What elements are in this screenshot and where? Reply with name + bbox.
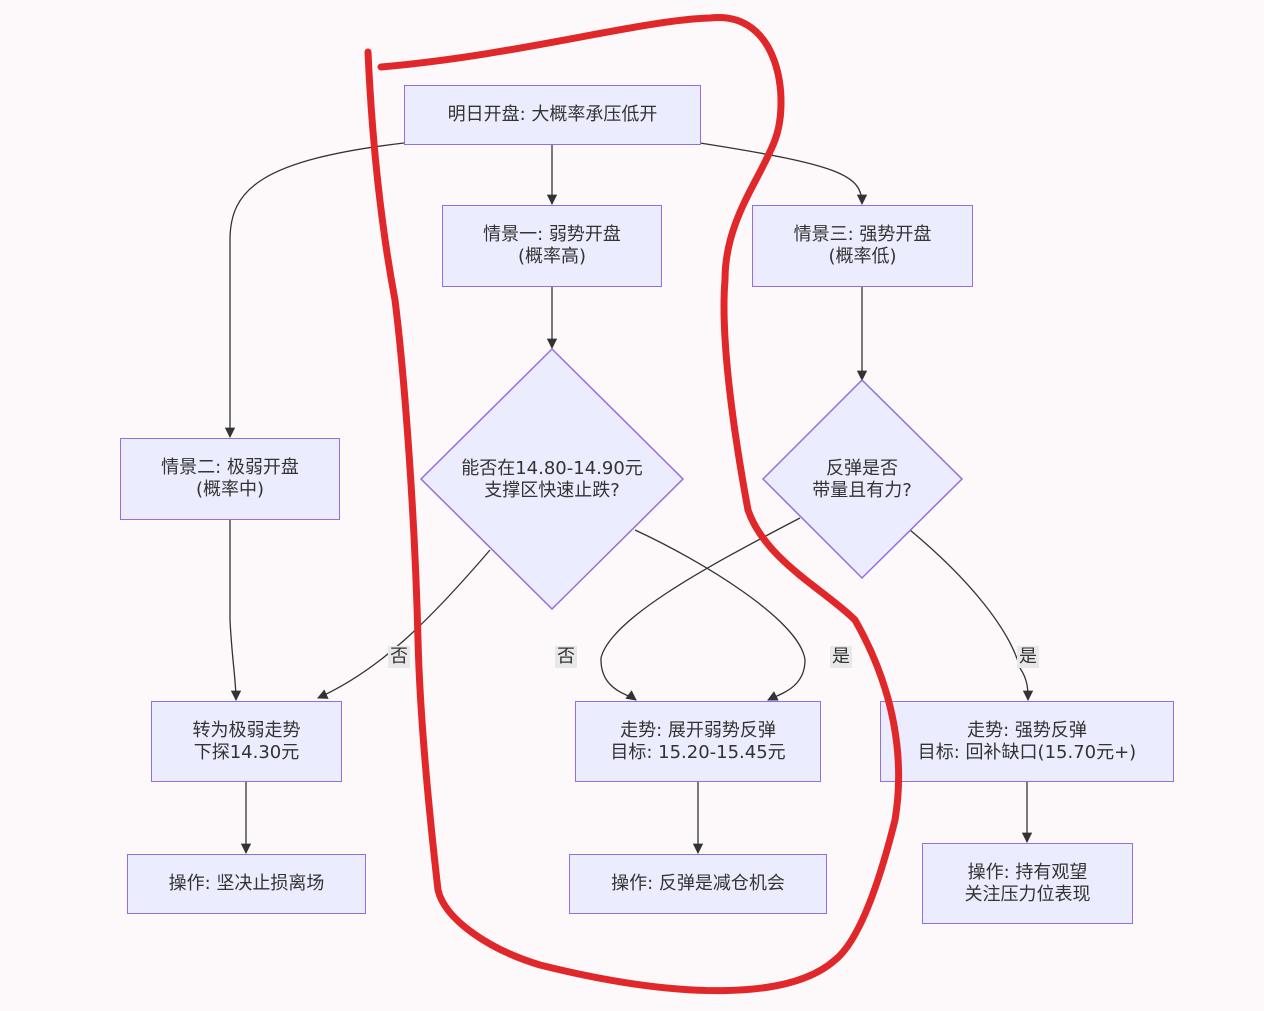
node-weak-trend-line1: 转为极弱走势 bbox=[192, 719, 301, 741]
decision-rebound-label: 反弹是否 带量且有力? bbox=[772, 458, 952, 502]
edge-start-s2 bbox=[224, 142, 405, 439]
decision-support-line2: 支撑区快速止跌? bbox=[484, 480, 620, 501]
node-start-text: 明日开盘: 大概率承压低开 bbox=[447, 104, 658, 125]
node-scenario-1-title: 情景一: 弱势开盘 bbox=[483, 224, 621, 245]
node-strong-rebound-line1: 走势: 强势反弹 bbox=[967, 719, 1087, 741]
node-scenario-1-prob: (概率高) bbox=[517, 246, 587, 267]
edge-d1-rebound bbox=[634, 529, 806, 701]
decision-support-line1: 能否在14.80-14.90元 bbox=[461, 458, 643, 479]
decision-support-label: 能否在14.80-14.90元 支撑区快速止跌? bbox=[442, 458, 662, 502]
node-scenario-2-prob: (概率中) bbox=[195, 479, 265, 500]
node-strong-rebound-line2: 目标: 回补缺口(15.70元+) bbox=[917, 741, 1137, 763]
edge-d1-weak bbox=[317, 549, 491, 699]
edge-label-rebound-yes: 是 bbox=[1017, 646, 1039, 668]
decision-rebound-line1: 反弹是否 bbox=[826, 458, 898, 479]
node-op-hold: 操作: 持有观望 关注压力位表现 bbox=[922, 843, 1133, 924]
edge-label-support-yes: 是 bbox=[830, 646, 852, 668]
node-op-hold-line1: 操作: 持有观望 bbox=[967, 861, 1088, 883]
node-op-reduce-text: 操作: 反弹是减仓机会 bbox=[611, 873, 785, 894]
node-scenario-3-title: 情景三: 强势开盘 bbox=[793, 224, 932, 245]
node-scenario-2: 情景二: 极弱开盘 (概率中) bbox=[120, 438, 340, 520]
node-scenario-3-prob: (概率低) bbox=[828, 246, 897, 267]
node-op-hold-line2: 关注压力位表现 bbox=[964, 883, 1091, 905]
edge-s2-weak bbox=[229, 520, 242, 702]
decision-rebound-line2: 带量且有力? bbox=[812, 480, 912, 501]
edge-start-s3 bbox=[699, 142, 868, 206]
node-scenario-2-title: 情景二: 极弱开盘 bbox=[161, 457, 299, 478]
node-weak-rebound-line1: 走势: 展开弱势反弹 bbox=[620, 719, 776, 741]
node-scenario-1: 情景一: 弱势开盘 (概率高) bbox=[442, 205, 662, 287]
edge-label-support-no: 否 bbox=[388, 646, 410, 668]
node-strong-rebound: 走势: 强势反弹 目标: 回补缺口(15.70元+) bbox=[880, 701, 1174, 782]
edge-d2-strong bbox=[909, 529, 1034, 702]
node-op-stop-loss-text: 操作: 坚决止损离场 bbox=[168, 873, 325, 894]
node-op-stop-loss: 操作: 坚决止损离场 bbox=[127, 854, 366, 914]
node-scenario-3: 情景三: 强势开盘 (概率低) bbox=[752, 205, 973, 287]
node-weak-trend: 转为极弱走势 下探14.30元 bbox=[151, 701, 342, 782]
node-weak-rebound: 走势: 展开弱势反弹 目标: 15.20-15.45元 bbox=[575, 701, 821, 782]
node-op-reduce: 操作: 反弹是减仓机会 bbox=[569, 854, 827, 914]
edge-d2-rebound bbox=[600, 517, 801, 701]
edge-label-rebound-no: 否 bbox=[555, 646, 577, 668]
node-weak-rebound-line2: 目标: 15.20-15.45元 bbox=[610, 741, 786, 763]
node-start: 明日开盘: 大概率承压低开 bbox=[404, 85, 701, 145]
node-weak-trend-line2: 下探14.30元 bbox=[193, 741, 300, 763]
